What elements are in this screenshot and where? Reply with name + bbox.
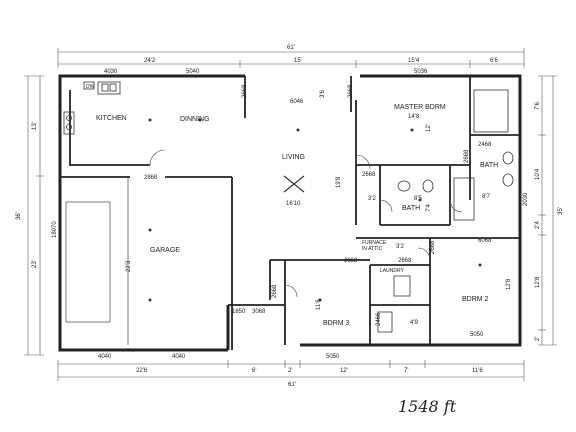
dim-right-5: 2' (535, 337, 541, 341)
room-bath1-label: BATH (480, 162, 498, 169)
furnace-label: FURNACE (362, 240, 387, 246)
dim-door-2668-a: 2668 (242, 84, 248, 98)
dim-right-total: 35' (558, 207, 564, 215)
dim-door-2668-b: 2668 (348, 84, 354, 98)
dim-door-2668-h: 2668 (272, 284, 278, 298)
dim-door-2668-g: 2668 (430, 240, 436, 254)
bath-fixtures (377, 89, 514, 333)
room-living-label: LIVING (282, 154, 305, 161)
dim-gar-22-3: 22'3 (126, 260, 132, 272)
dim-win-5050-a: 5050 (326, 354, 340, 360)
dim-right-4: 12'8 (535, 276, 541, 288)
light-markers (148, 118, 482, 302)
dim-bot-total: 61' (288, 382, 296, 388)
dim-b2-12-8: 12'8 (506, 278, 512, 290)
dim-win-6046: 6046 (290, 99, 304, 105)
dim-win-6068: 6068 (478, 238, 492, 244)
handwritten-total-area: 1548 ft (398, 397, 457, 416)
dim-bot-4: 12' (340, 368, 348, 374)
dim-top-right2: 6'6 (490, 58, 498, 64)
room-bath2-label: BATH (402, 205, 420, 212)
dim-n-4-9: 4'9 (410, 320, 418, 326)
exterior-walls (58, 74, 522, 352)
dim-win-5036: 5036 (414, 69, 428, 75)
door-swings (149, 149, 463, 298)
dim-win-5050-b: 5050 (470, 332, 484, 338)
dim-win-3068: 3068 (252, 309, 266, 315)
dim-right-1: 7'6 (535, 102, 541, 110)
room-bdrm2-label: BDRM 2 (462, 296, 489, 303)
dim-win-4030: 4030 (104, 69, 118, 75)
dishwasher-label: DW (86, 84, 95, 90)
dim-b-7-4: 7'4 (426, 204, 432, 212)
dim-left-1: 13' (32, 122, 38, 130)
dim-door-2868: 2868 (144, 175, 158, 181)
dim-bot-5: 7' (404, 368, 408, 374)
room-master-size: 14'8 (408, 114, 420, 120)
dim-top-left: 24'2 (144, 58, 156, 64)
dim-win-4040-b: 4040 (172, 354, 186, 360)
dim-bot-6: 11'6 (472, 368, 483, 374)
furnace-attic-label: IN ATTIC (362, 246, 383, 252)
dim-left-2: 23' (32, 260, 38, 268)
dim-door-2668-f: 2668 (398, 258, 412, 264)
dim-b3-11-6: 11'6 (316, 299, 322, 310)
dim-top-total: 61' (287, 45, 295, 51)
room-master-label: MASTER BDRM (394, 104, 446, 111)
dim-right-2: 10'4 (535, 168, 541, 180)
dim-liv-19-8: 19'8 (336, 176, 342, 188)
dim-door-2468: 2468 (478, 142, 492, 148)
room-laundry-label: LAUNDRY (380, 268, 404, 274)
dim-m-12: 12' (426, 124, 432, 132)
dim-b-8-5: 8'5 (414, 196, 422, 202)
garage-doors (65, 178, 129, 345)
dim-left-total: 36' (16, 212, 22, 220)
dim-liv-16-10: 16'10 (286, 201, 301, 207)
kitchen-fixtures (63, 81, 121, 135)
dim-right-3: 2'4 (535, 221, 541, 229)
dim-b-3-2b: 3'2 (396, 244, 404, 250)
dim-win-5040: 5040 (186, 69, 200, 75)
dim-door-2668-e: 2668 (344, 258, 358, 264)
ceiling-fan-icon (283, 175, 305, 193)
dim-bot-3: 2' (288, 368, 292, 374)
dim-r-2030: 2030 (523, 192, 529, 206)
dim-bot-1: 22'6 (136, 368, 148, 374)
dim-win-1850: 1850 (232, 309, 246, 315)
dimension-lines (24, 48, 557, 381)
dim-b-3-2a: 3'2 (368, 196, 376, 202)
dim-top-right1: 15'4 (408, 58, 420, 64)
dim-gar-18070: 18070 (52, 221, 58, 238)
dim-door-2668-d: 2668 (362, 172, 376, 178)
dim-h-3-6: 3'6 (320, 90, 326, 98)
room-garage-label: GARAGE (150, 247, 180, 254)
dim-door-2668-c: 2668 (464, 149, 470, 163)
interior-walls (60, 76, 520, 350)
dim-win-4040-a: 4040 (98, 354, 112, 360)
room-bdrm3-label: BDRM 3 (323, 320, 350, 327)
room-kitchen-label: KITCHEN (96, 115, 127, 122)
dim-top-mid: 15' (294, 58, 302, 64)
dim-bath-8-7: 8'7 (482, 194, 490, 200)
dim-door-2466: 2466 (376, 312, 382, 326)
room-dinning-label: DINNING (180, 116, 210, 123)
dim-bot-2: 6' (252, 368, 256, 374)
